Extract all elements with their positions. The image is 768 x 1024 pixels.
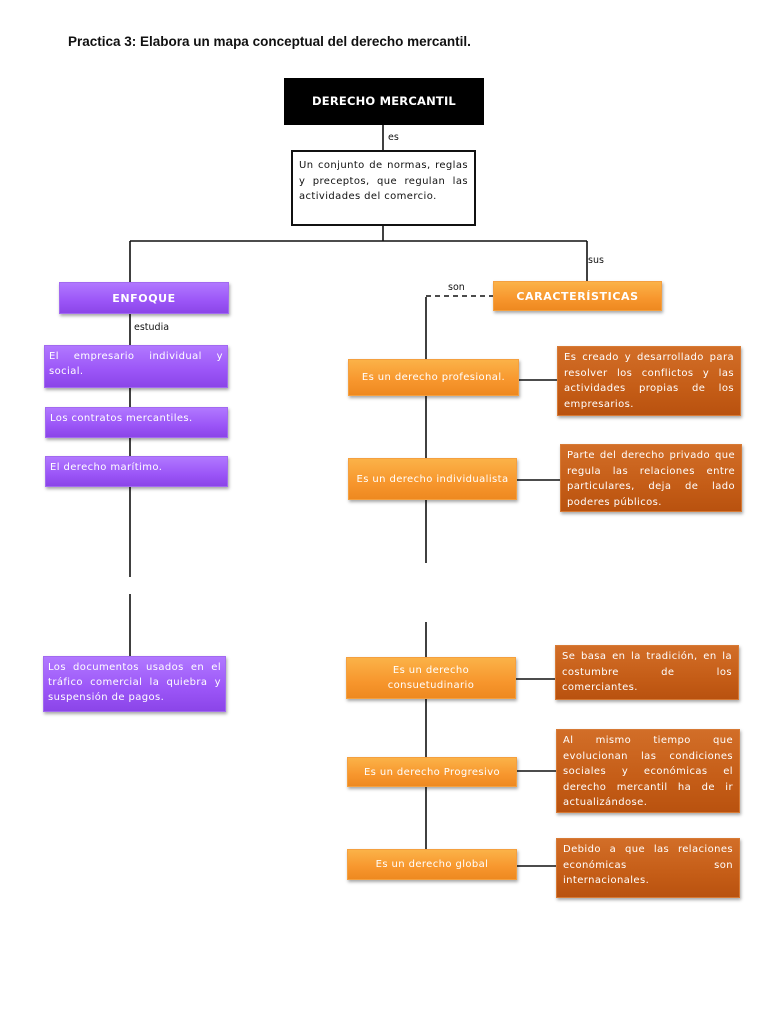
link-label-estudia: estudia: [134, 322, 170, 333]
caracteristica-item: Es un derecho profesional.: [348, 359, 519, 396]
caracteristica-item: Es un derecho global: [347, 849, 517, 880]
enfoque-item: Los contratos mercantiles.: [45, 407, 228, 438]
caracteristica-explanation: Se basa en la tradición, en la costumbre…: [555, 645, 739, 700]
caracteristica-explanation: Al mismo tiempo que evolucionan las cond…: [556, 729, 740, 813]
definition-node: Un conjunto de normas, reglas y precepto…: [291, 150, 476, 226]
caracteristica-explanation: Debido a que las relaciones económicas s…: [556, 838, 740, 898]
caracteristica-explanation: Es creado y desarrollado para resolver l…: [557, 346, 741, 416]
enfoque-item: El empresario individual y social.: [44, 345, 228, 388]
caracteristicas-node: CARACTERÍSTICAS: [493, 281, 662, 311]
caracteristica-item: Es un derecho Progresivo: [347, 757, 517, 787]
caracteristica-item: Es un derecho individualista: [348, 458, 517, 500]
root-node-derecho-mercantil: DERECHO MERCANTIL: [284, 78, 484, 125]
page-title: Practica 3: Elabora un mapa conceptual d…: [68, 34, 471, 49]
link-label-es: es: [388, 132, 399, 143]
enfoque-item: Los documentos usados en el tráfico come…: [43, 656, 226, 712]
caracteristica-item: Es un derecho consuetudinario: [346, 657, 516, 699]
link-label-sus: sus: [588, 255, 604, 266]
enfoque-item: El derecho marítimo.: [45, 456, 228, 487]
link-label-son: son: [448, 282, 465, 293]
caracteristica-explanation: Parte del derecho privado que regula las…: [560, 444, 742, 512]
enfoque-node: ENFOQUE: [59, 282, 229, 314]
